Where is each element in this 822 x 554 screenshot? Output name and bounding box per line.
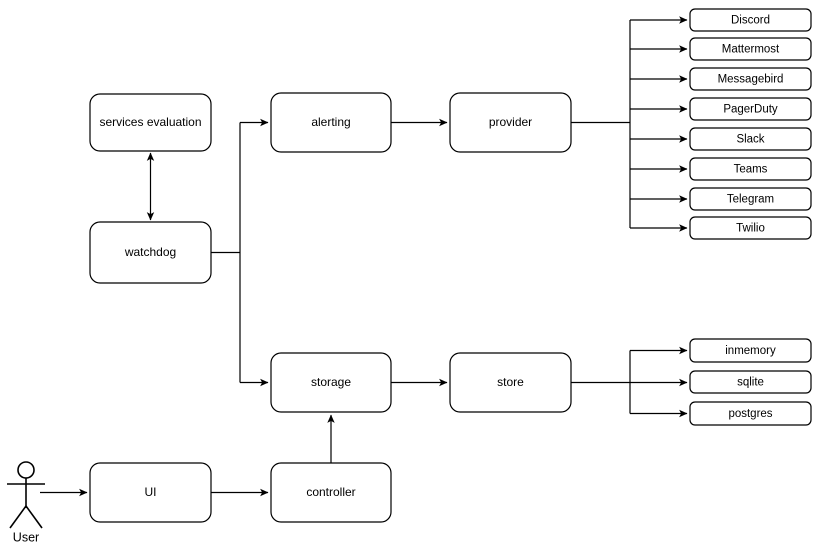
node-teams[interactable]: Teams — [689, 157, 812, 181]
node-inmemory[interactable]: inmemory — [689, 338, 812, 363]
node-box[interactable] — [689, 338, 812, 363]
node-box[interactable] — [89, 221, 212, 284]
node-provider[interactable]: provider — [449, 92, 572, 153]
node-label: storage — [311, 375, 351, 389]
node-label: store — [497, 375, 524, 389]
node-storage[interactable]: storage — [270, 352, 392, 413]
node-label: watchdog — [124, 245, 176, 259]
node-messagebird[interactable]: Messagebird — [689, 67, 812, 91]
node-label: alerting — [311, 115, 350, 129]
node-postgres[interactable]: postgres — [689, 401, 812, 426]
node-box[interactable] — [89, 93, 212, 152]
node-box[interactable] — [270, 462, 392, 523]
node-box[interactable] — [689, 97, 812, 121]
node-label: Teams — [734, 164, 768, 176]
node-discord[interactable]: Discord — [689, 8, 812, 32]
node-label: controller — [306, 485, 355, 499]
node-box[interactable] — [449, 352, 572, 413]
node-box[interactable] — [689, 67, 812, 91]
node-label: Slack — [736, 134, 764, 146]
node-label: inmemory — [725, 345, 776, 357]
edge-provider-fanout — [571, 16, 688, 232]
node-label: Mattermost — [722, 44, 780, 56]
node-box[interactable] — [270, 352, 392, 413]
user-actor: User — [7, 461, 45, 544]
node-pagerduty[interactable]: PagerDuty — [689, 97, 812, 121]
user-actor-label: User — [13, 530, 39, 544]
node-box[interactable] — [689, 370, 812, 394]
stick-figure-head-icon — [17, 461, 35, 479]
node-label: Twilio — [736, 223, 765, 235]
node-watchdog[interactable]: watchdog — [89, 221, 212, 284]
node-box[interactable] — [89, 462, 212, 523]
stick-figure-left-leg-icon — [9, 505, 27, 529]
node-box[interactable] — [449, 92, 572, 153]
node-label: Messagebird — [718, 74, 784, 86]
node-box[interactable] — [689, 187, 812, 211]
node-store[interactable]: store — [449, 352, 572, 413]
node-label: PagerDuty — [723, 104, 778, 116]
node-twilio[interactable]: Twilio — [689, 216, 812, 240]
node-box[interactable] — [689, 216, 812, 240]
node-slack[interactable]: Slack — [689, 127, 812, 151]
node-label: postgres — [728, 408, 772, 420]
stick-figure-right-leg-icon — [25, 505, 43, 529]
node-box[interactable] — [689, 127, 812, 151]
node-label: provider — [489, 115, 532, 129]
node-services-evaluation[interactable]: services evaluation — [89, 93, 212, 152]
node-alerting[interactable]: alerting — [270, 92, 392, 153]
node-box[interactable] — [689, 8, 812, 32]
node-box[interactable] — [689, 37, 812, 61]
node-label: services evaluation — [99, 115, 201, 129]
node-box[interactable] — [689, 157, 812, 181]
node-ui[interactable]: UI — [89, 462, 212, 523]
node-sqlite[interactable]: sqlite — [689, 370, 812, 394]
edge-watchdog-branch — [211, 118, 269, 387]
node-label: Telegram — [727, 194, 774, 206]
node-label: UI — [145, 485, 157, 499]
node-label: sqlite — [737, 377, 764, 389]
node-controller[interactable]: controller — [270, 462, 392, 523]
node-box[interactable] — [689, 401, 812, 426]
node-box[interactable] — [270, 92, 392, 153]
node-telegram[interactable]: Telegram — [689, 187, 812, 211]
node-mattermost[interactable]: Mattermost — [689, 37, 812, 61]
node-label: Discord — [731, 15, 770, 27]
edge-store-fanout — [571, 346, 688, 418]
